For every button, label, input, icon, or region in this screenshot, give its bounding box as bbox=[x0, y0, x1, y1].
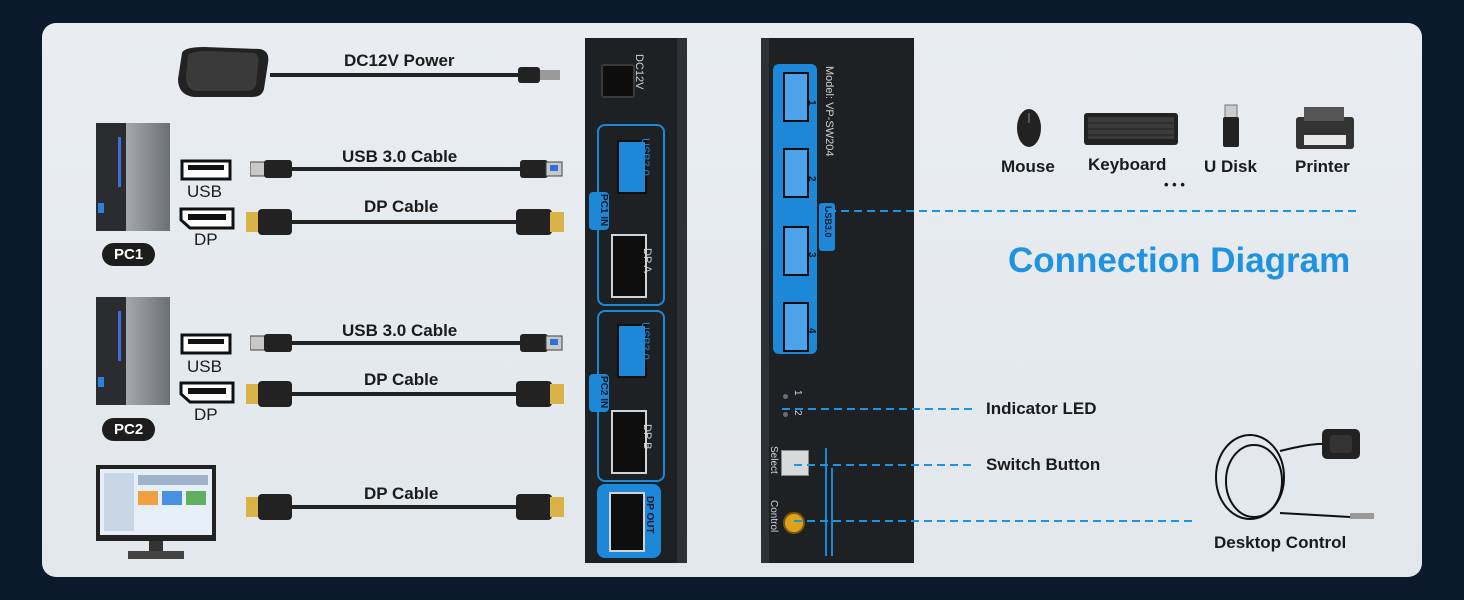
power-adapter-icon bbox=[178, 47, 269, 97]
led-1 bbox=[783, 394, 788, 399]
keyboard-label: Keyboard bbox=[1088, 155, 1167, 174]
usb-port-1 bbox=[783, 72, 809, 122]
indicator-led-callout: Indicator LED bbox=[986, 399, 1097, 418]
mouse-label: Mouse bbox=[1001, 157, 1055, 176]
pc2-dp-cable-label: DP Cable bbox=[364, 370, 439, 389]
u-disk-label: U Disk bbox=[1204, 157, 1257, 176]
callout-lines bbox=[782, 210, 1360, 522]
pc1-dp-cable-label: DP Cable bbox=[364, 197, 439, 216]
pc1-dp-cable bbox=[246, 209, 564, 235]
u-disk-icon bbox=[1223, 104, 1239, 147]
pc1-usb-cable bbox=[250, 160, 563, 178]
pc1-in-group: USB3.0 PC1 IN DP A bbox=[589, 124, 665, 306]
pc2-dp-cable bbox=[246, 381, 564, 407]
power-cable-label: DC12V Power bbox=[344, 51, 455, 70]
desktop-control-icon bbox=[1215, 429, 1374, 520]
pc2-usb-cable-label: USB 3.0 Cable bbox=[342, 321, 458, 340]
dp-port-icon bbox=[179, 207, 235, 230]
more-devices-ellipsis: • • • bbox=[1164, 177, 1185, 192]
pc2-in-group: USB3.0 PC2 IN DP B bbox=[589, 310, 665, 482]
usb-port-label: USB bbox=[187, 357, 222, 376]
dp-b-port bbox=[611, 410, 647, 474]
dp-out-port bbox=[609, 492, 645, 552]
accent-line bbox=[831, 468, 833, 556]
pc1-usb-cable-label: USB 3.0 Cable bbox=[342, 147, 458, 166]
printer-icon bbox=[1296, 107, 1354, 149]
pc1-in-tag bbox=[589, 192, 609, 230]
control-jack bbox=[783, 512, 805, 534]
desktop-control-label: Desktop Control bbox=[1214, 533, 1347, 552]
usb-port-4 bbox=[783, 302, 809, 352]
select-button[interactable] bbox=[781, 450, 809, 476]
usb-port-icon bbox=[180, 159, 232, 181]
pc2-usb-port bbox=[617, 324, 647, 378]
usb-port-label: USB bbox=[187, 182, 222, 201]
dp-port-label: DP bbox=[194, 230, 218, 249]
switch-front-panel: DC12V USB3.0 PC1 IN DP A USB3.0 PC2 IN D… bbox=[585, 38, 687, 563]
pc2-badge: PC2 bbox=[102, 418, 156, 441]
diagram-title: Connection Diagram bbox=[1008, 241, 1351, 280]
pc1-tower-icon bbox=[96, 123, 170, 231]
dp-port-label: DP bbox=[194, 405, 218, 424]
monitor-dp-cable bbox=[246, 494, 564, 520]
pc2-usb-cable bbox=[250, 334, 563, 352]
mouse-icon bbox=[1017, 109, 1041, 147]
dc-jack bbox=[601, 64, 635, 98]
keyboard-icon bbox=[1084, 113, 1178, 145]
usb-port-2 bbox=[783, 148, 809, 198]
switch-back-panel: 1 2 3 4 Model: VP-SW204 USB3.0 1 2 Selec… bbox=[761, 38, 914, 563]
pc1-badge: PC1 bbox=[102, 243, 156, 266]
power-cable bbox=[270, 67, 560, 83]
dp-port-icon bbox=[179, 381, 235, 404]
dp-a-port bbox=[611, 234, 647, 298]
led-2 bbox=[783, 412, 788, 417]
accent-line bbox=[825, 448, 827, 556]
usb-tag bbox=[819, 203, 835, 251]
dp-out-group: DP OUT bbox=[597, 484, 661, 558]
usb-port-icon bbox=[180, 333, 232, 355]
pc1-usb-port bbox=[617, 140, 647, 194]
monitor-icon bbox=[96, 465, 216, 559]
monitor-dp-cable-label: DP Cable bbox=[364, 484, 439, 503]
switch-button-callout: Switch Button bbox=[986, 455, 1101, 474]
printer-label: Printer bbox=[1295, 157, 1350, 176]
pc2-tower-icon bbox=[96, 297, 170, 405]
pc2-in-tag bbox=[589, 374, 609, 412]
usb-port-3 bbox=[783, 226, 809, 276]
diagram-card: DC12V Power PC1 USB DP USB 3.0 Cable DP … bbox=[42, 23, 1422, 577]
